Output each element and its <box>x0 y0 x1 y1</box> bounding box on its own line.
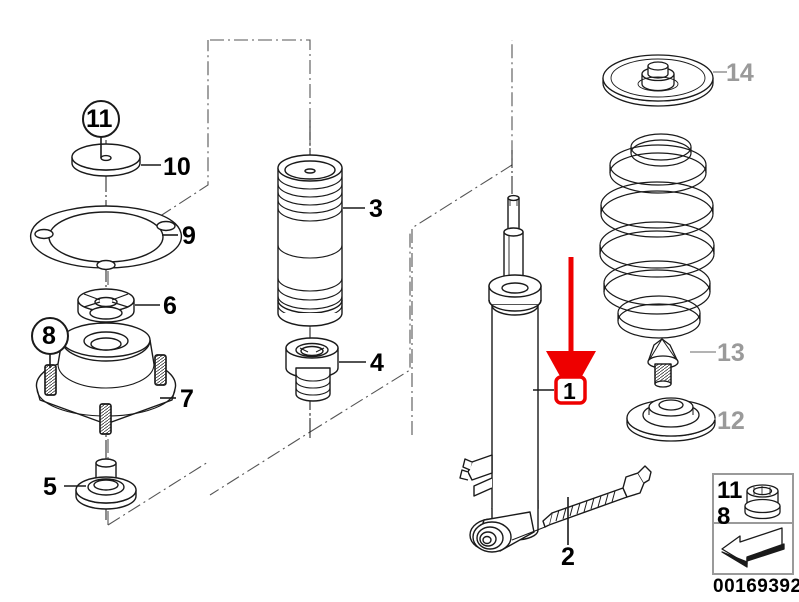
part-9-gasket-plate <box>29 205 183 271</box>
right-column-parts <box>599 54 716 442</box>
part-7-strut-mount <box>35 322 177 425</box>
left-column-parts <box>29 140 183 520</box>
part-13-cone-stop <box>647 338 679 388</box>
part-6-spider-spacer <box>77 288 135 323</box>
part-1-shock-absorber-body <box>488 274 542 519</box>
callout-circle-8 <box>31 317 69 355</box>
legend-wedge-icon <box>721 527 785 568</box>
part-5-lower-pad <box>75 458 137 510</box>
legend-nut-icon <box>744 484 781 520</box>
leader-lines-grey <box>690 71 727 420</box>
part-4-bump-stop <box>285 337 339 402</box>
part-12-lower-spring-pad <box>626 397 716 442</box>
part-1-piston-rod <box>503 194 524 283</box>
part-10-washer <box>71 143 141 177</box>
callout-circle-11 <box>82 100 120 138</box>
part-3-protective-tube <box>277 154 343 327</box>
part-14-upper-spring-pad <box>602 54 714 107</box>
circled-callouts <box>31 100 120 355</box>
part-1-lower-eye-bushing <box>469 500 539 553</box>
leader-bolt-pointer <box>511 526 546 541</box>
legend-box <box>712 473 794 575</box>
part-1-fork-bracket <box>459 454 493 497</box>
shock-absorber-assembly <box>459 150 652 553</box>
part-8-threaded-studs <box>44 354 167 435</box>
centre-column-parts <box>277 120 343 440</box>
coil-spring <box>599 133 715 339</box>
highlight-box-part-1[interactable] <box>554 375 587 405</box>
